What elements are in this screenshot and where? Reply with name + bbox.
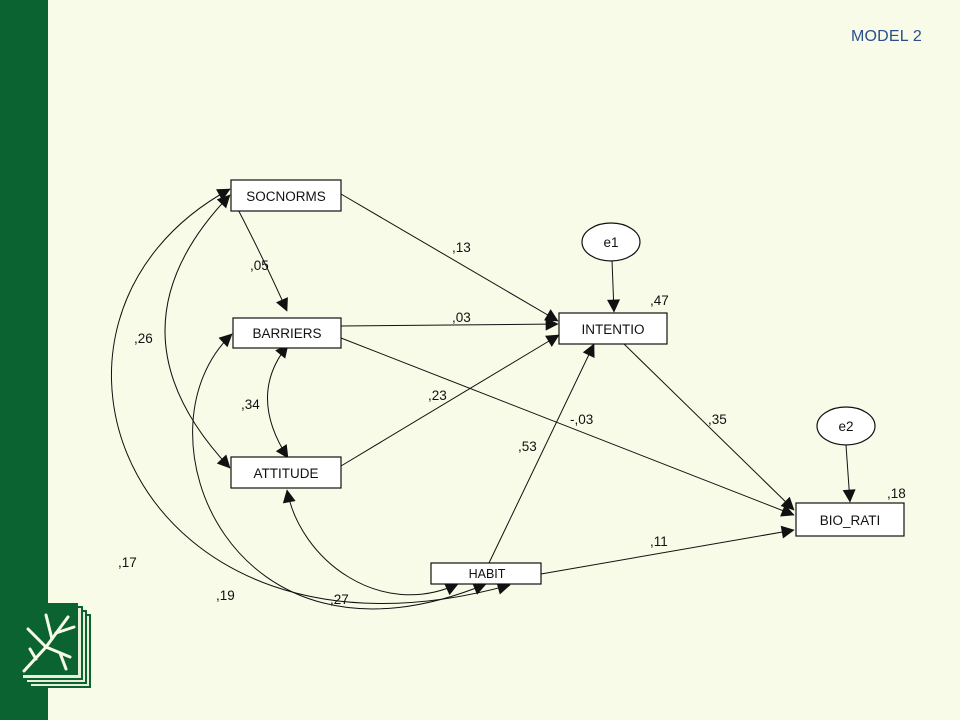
label-barriers-habit: ,19 <box>216 588 235 603</box>
label-attitude-intentio: ,23 <box>428 388 447 403</box>
corr-barriers-habit <box>192 333 487 610</box>
node-e2: e2 <box>816 406 876 446</box>
label-socnorms-habit: ,17 <box>118 555 137 570</box>
node-habit: HABIT <box>430 562 542 585</box>
path-habit-bio-rati <box>540 525 795 575</box>
label-socnorms-attitude: ,26 <box>134 331 153 346</box>
svg-text:BARRIERS: BARRIERS <box>252 326 321 341</box>
node-bio-rati: BIO_RATI <box>795 502 905 537</box>
corr-attitude-habit <box>282 489 459 596</box>
label-barriers-attitude: ,34 <box>241 397 260 412</box>
label-habit-intentio: ,53 <box>518 439 537 454</box>
sidebar-band <box>0 0 48 720</box>
svg-text:e1: e1 <box>603 235 618 250</box>
node-socnorms: SOCNORMS <box>230 179 342 212</box>
corr-barriers-attitude <box>267 344 289 459</box>
node-intentio: INTENTIO <box>558 312 668 345</box>
path-e1-intentio <box>607 259 621 313</box>
label-habit-bio-rati: ,11 <box>650 534 668 549</box>
corr-socnorms-attitude <box>164 194 231 469</box>
path-e2-bio-rati <box>842 444 856 503</box>
tree-book-icon <box>18 603 91 688</box>
label-intentio-bio-rati: ,35 <box>708 412 727 427</box>
label-socnorms-intentio: ,13 <box>452 240 471 255</box>
path-habit-intentio <box>488 343 595 564</box>
svg-text:INTENTIO: INTENTIO <box>582 322 645 337</box>
svg-text:e2: e2 <box>838 419 853 434</box>
path-barriers-intentio <box>340 317 559 331</box>
svg-text:ATTITUDE: ATTITUDE <box>254 466 319 481</box>
label-attitude-habit: ,27 <box>330 592 349 607</box>
model-title: MODEL 2 <box>850 28 922 45</box>
label-r2-bio-rati: ,18 <box>887 486 906 501</box>
node-barriers: BARRIERS <box>232 317 342 349</box>
label-r2-intentio: ,47 <box>650 293 669 308</box>
corr-socnorms-barriers <box>230 195 288 312</box>
corr-socnorms-habit <box>110 188 511 605</box>
svg-text:HABIT: HABIT <box>469 567 506 581</box>
svg-text:BIO_RATI: BIO_RATI <box>820 513 881 528</box>
path-intentio-bio-rati <box>623 343 795 511</box>
label-socnorms-barriers: ,05 <box>250 258 269 273</box>
node-attitude: ATTITUDE <box>230 456 342 489</box>
path-socnorms-intentio <box>340 193 559 322</box>
svg-text:SOCNORMS: SOCNORMS <box>246 189 326 204</box>
label-barriers-bio-rati: -,03 <box>570 412 593 427</box>
label-barriers-intentio: ,03 <box>452 310 471 325</box>
node-e1: e1 <box>581 222 641 262</box>
